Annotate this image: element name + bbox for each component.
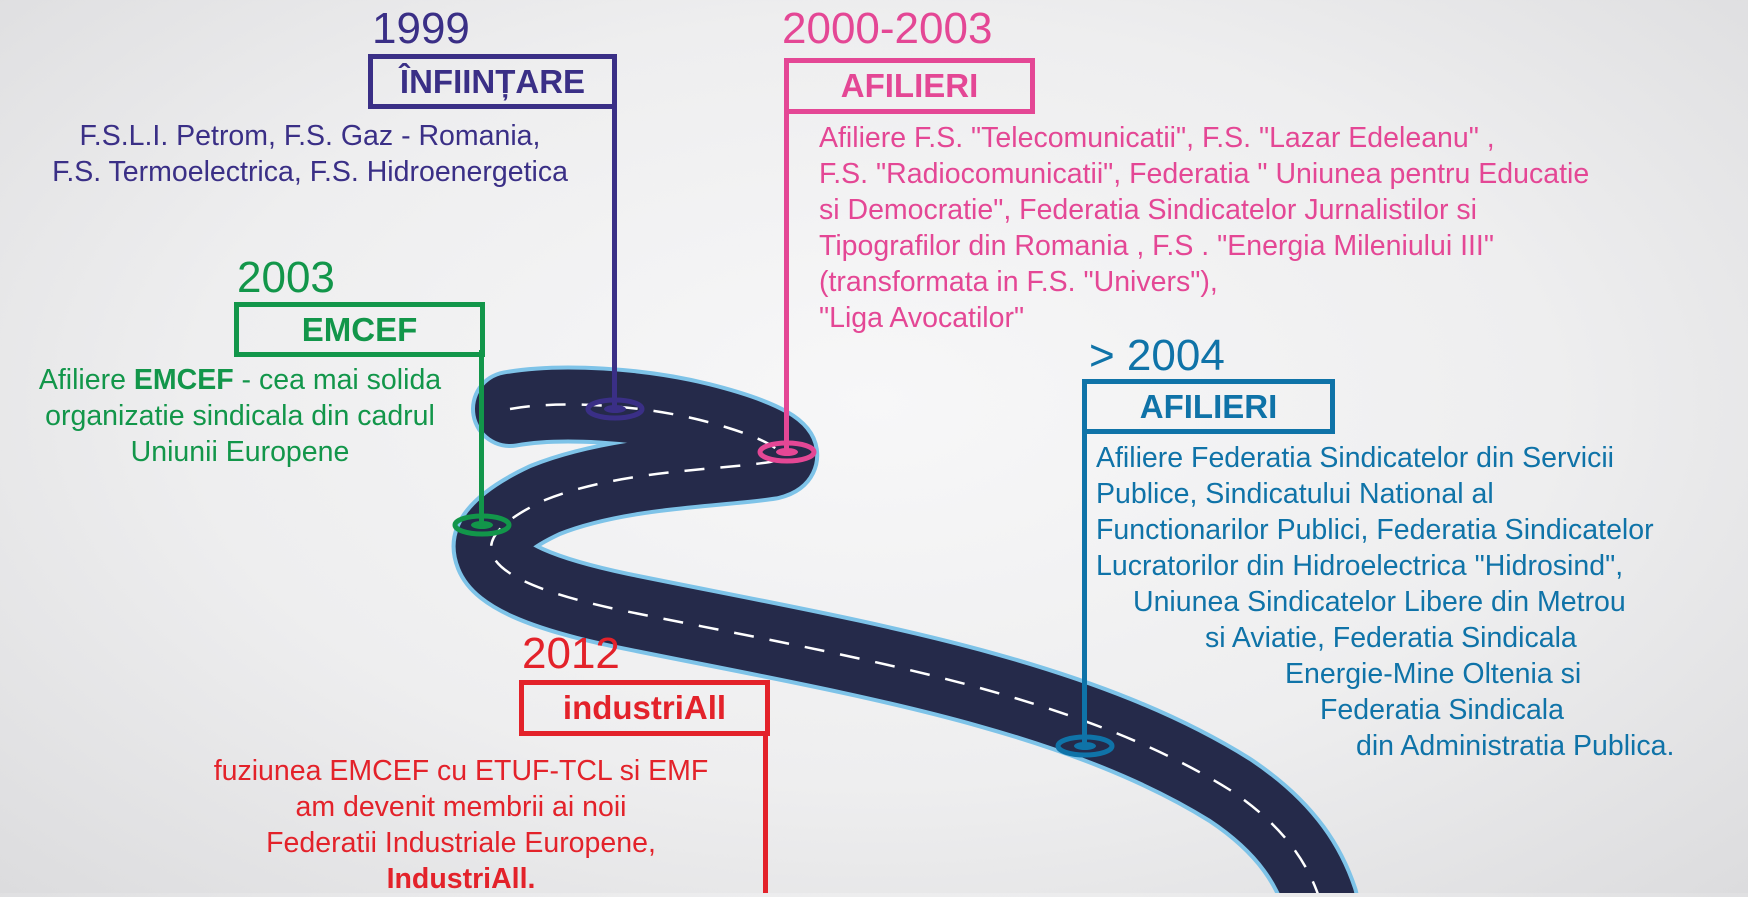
description-line: si Democratie", Federatia Sindicatelor J… — [819, 194, 1477, 226]
description-line: F.S. Termoelectrica, F.S. Hidroenergetic… — [52, 156, 568, 188]
description-line: IndustriAll. — [386, 863, 536, 895]
description-2012: fuziunea EMCEF cu ETUF-TCL si EMF am dev… — [150, 753, 772, 897]
description-2003: Afiliere EMCEF - cea mai solida organiza… — [0, 362, 480, 470]
description-line: fuziunea EMCEF cu ETUF-TCL si EMF — [213, 755, 709, 787]
label-box-2003: EMCEF — [234, 302, 485, 357]
description-2000-2003: Afiliere F.S. "Telecomunicatii", F.S. "L… — [819, 120, 1589, 336]
description-1999: F.S.L.I. Petrom, F.S. Gaz - Romania, F.S… — [20, 118, 600, 190]
description-line: Afiliere Federatia Sindicatelor din Serv… — [1096, 442, 1614, 474]
description-line: organizatie sindicala din cadrul — [45, 400, 435, 432]
description-line: Energie-Mine Oltenia si — [1285, 658, 1582, 690]
year-2004: > 2004 — [1089, 331, 1225, 380]
year-2003: 2003 — [237, 253, 335, 302]
description-line: Functionarilor Publici, Federatia Sindic… — [1096, 514, 1654, 546]
pole-2012 — [763, 735, 768, 893]
pole-1999 — [612, 98, 617, 409]
description-2004: Afiliere Federatia Sindicatelor din Serv… — [1096, 440, 1674, 764]
label-box-1999: ÎNFIINȚARE — [368, 54, 617, 109]
description-line: Publice, Sindicatului National al — [1096, 478, 1494, 510]
label-box-2004: AFILIERI — [1082, 379, 1335, 434]
description-line: "Liga Avocatilor" — [819, 302, 1025, 334]
label-box-2000-2003: AFILIERI — [784, 58, 1035, 114]
description-line: am devenit membrii ai noii — [295, 791, 627, 823]
emcef-bold: EMCEF — [133, 364, 234, 396]
description-line: din Administratia Publica. — [1356, 730, 1675, 762]
pole-2004 — [1082, 428, 1087, 746]
year-2000-2003: 2000-2003 — [782, 4, 993, 53]
description-line: F.S.L.I. Petrom, F.S. Gaz - Romania, — [79, 120, 541, 152]
description-line: Uniunii Europene — [130, 436, 350, 468]
description-line: Federatia Sindicala — [1320, 694, 1564, 726]
year-1999: 1999 — [372, 4, 470, 53]
description-line: si Aviatie, Federatia Sindicala — [1205, 622, 1577, 654]
description-line: Federatii Industriale Europene, — [266, 827, 656, 859]
description-line: (transformata in F.S. "Univers"), — [819, 266, 1218, 298]
description-line: Uniunea Sindicatelor Libere din Metrou — [1133, 586, 1626, 618]
description-line: Afiliere F.S. "Telecomunicatii", F.S. "L… — [819, 122, 1495, 154]
year-2012: 2012 — [522, 629, 620, 678]
pole-2003 — [479, 350, 484, 525]
description-line: Afiliere EMCEF - cea mai solida — [38, 364, 442, 396]
description-line: F.S. "Radiocomunicatii", Federatia " Uni… — [819, 158, 1590, 190]
pole-2000-2003 — [784, 100, 789, 452]
description-line: Tipografilor din Romania , F.S . "Energi… — [819, 230, 1494, 262]
description-line: Lucratorilor din Hidroelectrica "Hidrosi… — [1096, 550, 1624, 582]
label-box-2012: industriAll — [519, 680, 770, 736]
